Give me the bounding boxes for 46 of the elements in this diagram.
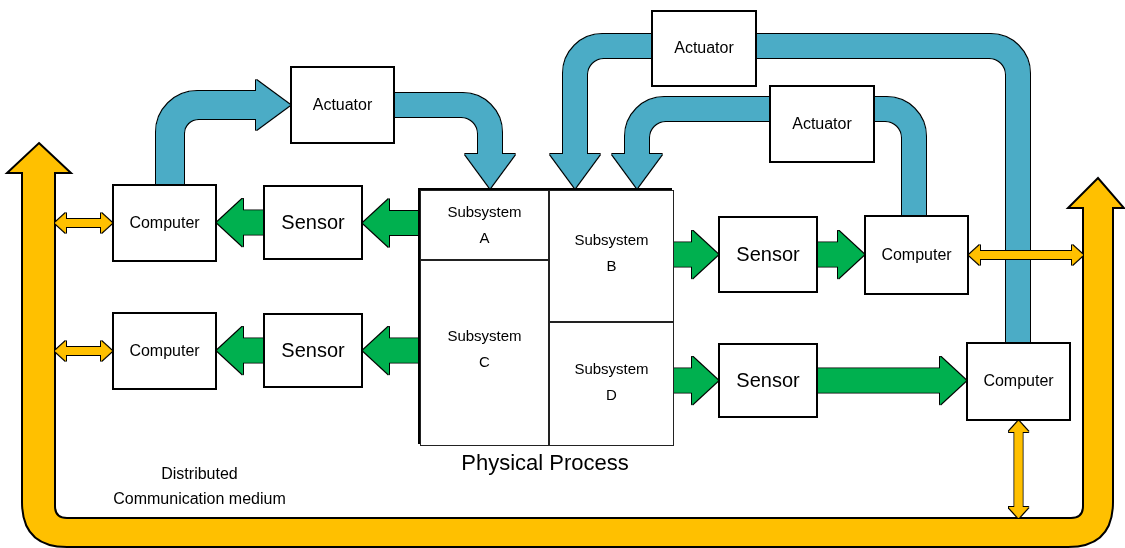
box-label: Actuator [792, 113, 852, 134]
box-label: Computer [983, 371, 1054, 392]
subsystem-box [549, 190, 674, 322]
computer-box [864, 215, 969, 295]
box-label: Sensor [281, 338, 345, 363]
connector-band [757, 34, 1030, 342]
computer-box [966, 342, 1071, 421]
block-arrow [363, 199, 418, 247]
bus-caption: Distributed Communication medium [112, 464, 287, 509]
box-label: Sensor [281, 210, 345, 235]
double-arrow [55, 341, 112, 361]
double-arrow [55, 213, 112, 233]
sensor-box [263, 313, 363, 388]
actuator-box [769, 85, 875, 163]
computer-box [112, 312, 217, 390]
block-arrow [363, 326, 418, 375]
box-label: Computer [881, 244, 952, 265]
box-label: Subsystem C [446, 326, 523, 372]
box-label: Computer [129, 212, 200, 233]
block-arrow [818, 230, 864, 279]
box-label: Actuator [312, 94, 373, 115]
double-arrow [969, 245, 1083, 265]
subsystem-box [549, 322, 674, 446]
block-arrow [672, 356, 718, 405]
block-arrow [818, 356, 966, 405]
box-label: Subsystem B [573, 230, 650, 276]
block-arrow [672, 230, 718, 279]
box-label: Sensor [736, 368, 800, 393]
box-label: Sensor [736, 242, 800, 267]
block-arrow [217, 326, 263, 375]
computer-box [112, 184, 217, 262]
subsystem-box [420, 260, 549, 446]
sensor-box [263, 185, 363, 260]
block-arrow [217, 198, 263, 247]
box-label: Subsystem D [573, 359, 650, 405]
box-label: Actuator [674, 38, 734, 59]
block-arrow [612, 97, 769, 188]
process-title: Physical Process [461, 450, 629, 476]
actuator-box [290, 66, 395, 144]
double-arrow [1008, 421, 1029, 518]
box-label: Subsystem A [446, 202, 523, 248]
subsystem-box [420, 190, 549, 260]
sensor-box [718, 343, 818, 418]
actuator-box [651, 10, 757, 87]
sensor-box [718, 216, 818, 293]
box-label: Computer [129, 340, 200, 361]
